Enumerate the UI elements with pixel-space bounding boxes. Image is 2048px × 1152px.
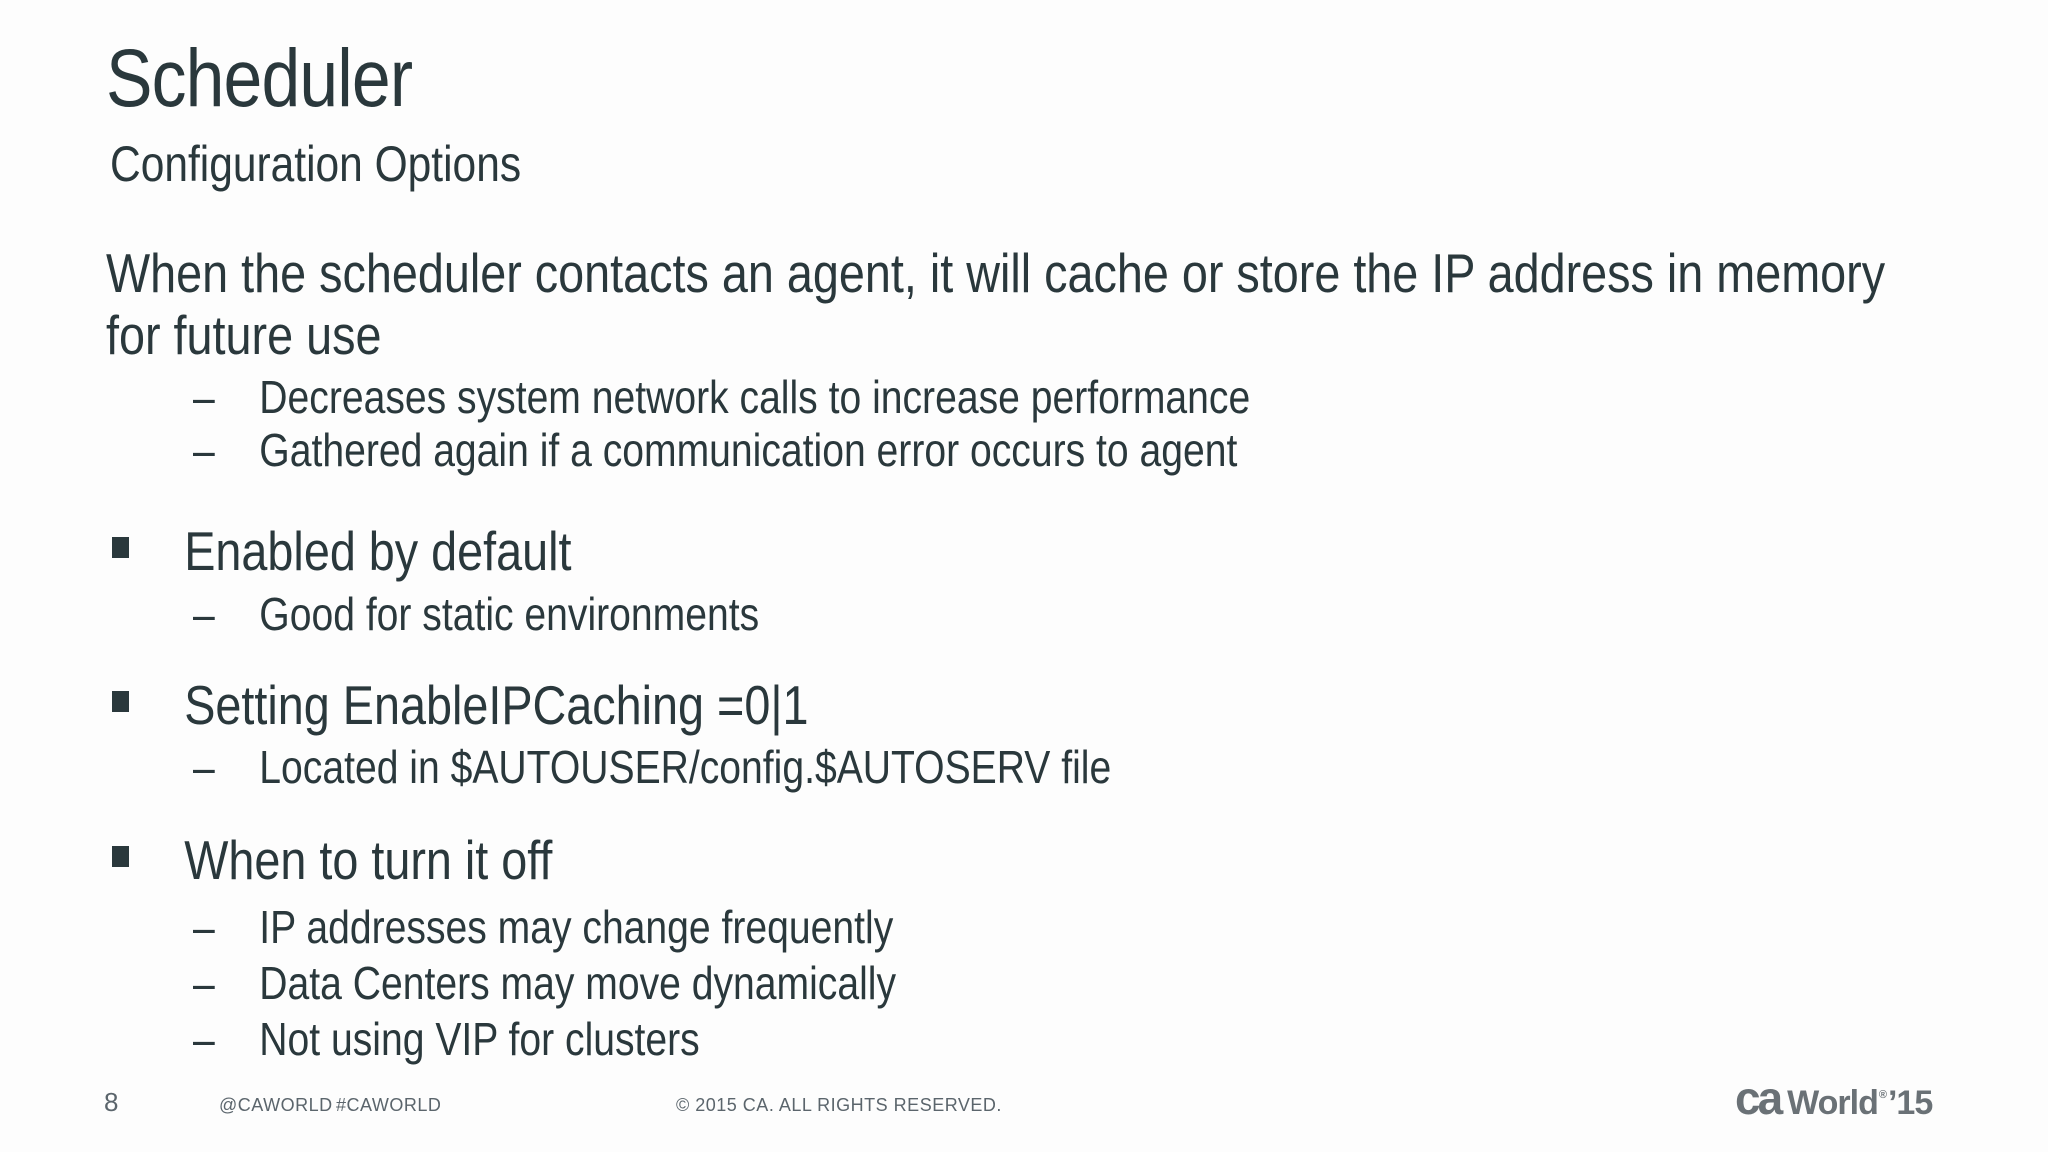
copyright-notice: © 2015 CA. ALL RIGHTS RESERVED. [676,1095,1002,1115]
registered-mark-icon: ® [1878,1089,1887,1101]
dash-bullet-icon: – [193,1013,215,1065]
bullet-item: Setting EnableIPCaching =0|1 [112,674,808,736]
bullet-item: When to turn it off [112,829,552,891]
event-hashtag: #CAWORLD [336,1095,442,1115]
logo-year-text: ’15 [1887,1084,1933,1122]
list-item: – Good for static environments [193,588,759,641]
slide-title: Scheduler [106,33,413,124]
ca-logo-mark: ca [1735,1072,1783,1124]
list-item: – IP addresses may change frequently [193,901,893,954]
list-item-label: Located in $AUTOUSER/config.$AUTOSERV fi… [259,741,1112,793]
dash-bullet-icon: – [193,957,215,1009]
dash-bullet-icon: – [193,588,215,640]
list-item-label: Good for static environments [259,588,760,640]
list-item-label: Decreases system network calls to increa… [259,371,1251,423]
list-item: – Gathered again if a communication erro… [193,424,1237,477]
list-item-label: IP addresses may change frequently [259,901,894,953]
list-item: – Not using VIP for clusters [193,1013,700,1066]
slide-subtitle: Configuration Options [110,136,522,192]
intro-paragraph: When the scheduler contacts an agent, it… [106,242,1886,366]
dash-bullet-icon: – [193,424,215,476]
bullet-item: Enabled by default [112,520,572,582]
list-item: – Data Centers may move dynamically [193,957,896,1010]
square-bullet-icon [112,846,129,867]
list-item: – Decreases system network calls to incr… [193,371,1250,424]
list-item-label: Not using VIP for clusters [259,1013,700,1065]
logo-world-text: World [1787,1084,1879,1122]
dash-bullet-icon: – [193,901,215,953]
ca-world-15-logo: ca World ® ’15 [1735,1071,1933,1125]
square-bullet-icon [112,537,129,558]
list-item-label: Gathered again if a communication error … [259,424,1238,476]
twitter-handle: @CAWORLD [219,1095,333,1115]
bullet-item-label: When to turn it off [184,829,553,891]
list-item: – Located in $AUTOUSER/config.$AUTOSERV … [193,741,1111,794]
dash-bullet-icon: – [193,741,215,793]
page-number: 8 [104,1087,119,1117]
dash-bullet-icon: – [193,371,215,423]
square-bullet-icon [112,691,129,712]
list-item-label: Data Centers may move dynamically [259,957,897,1009]
bullet-item-label: Enabled by default [184,520,572,582]
bullet-item-label: Setting EnableIPCaching =0|1 [184,674,809,736]
